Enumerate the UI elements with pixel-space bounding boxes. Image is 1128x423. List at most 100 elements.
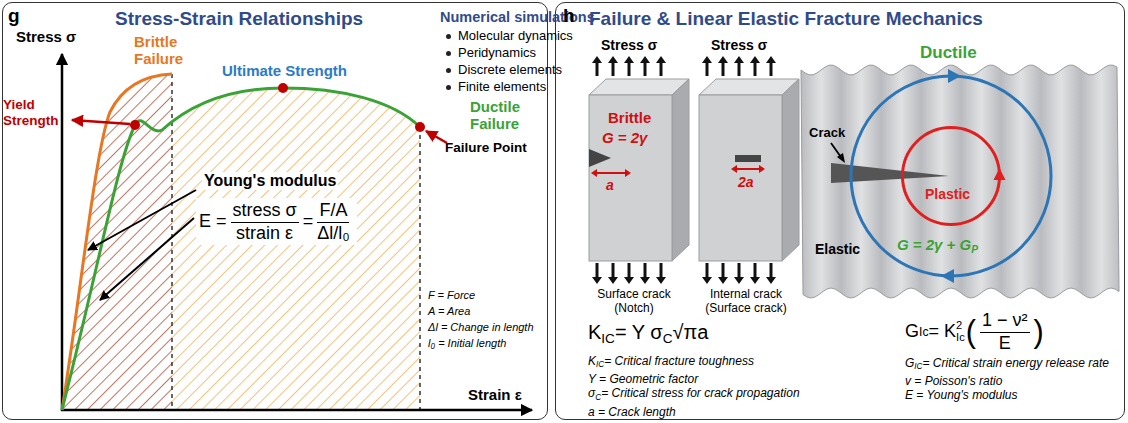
curve-label: Brittle Failure <box>134 33 183 67</box>
energy-release-formula: GIc= K2Ic(1 − ν²E) <box>905 310 1044 353</box>
toughness-formula: KIC= Y σC√πa <box>588 321 708 346</box>
modulus-formula: stress σ <box>231 200 299 223</box>
definition: Δl = Change in length <box>428 321 534 333</box>
panel-title: Stress-Strain Relationships <box>115 8 363 30</box>
text-row: Failure & Linear Elastic Fracture Mechan… <box>589 8 983 30</box>
energy-formula: P <box>971 244 978 255</box>
text-row: Stress σ <box>601 37 657 53</box>
zone-label: Plastic <box>925 186 970 202</box>
text-row: Molecular dynamics <box>440 27 595 44</box>
specimen-caption: Internal crack (Surface crack) <box>690 287 802 315</box>
text-row: Strain ε <box>468 386 522 403</box>
energy-release-formula: Ic <box>956 332 965 344</box>
energy-release-formula: ) <box>1034 314 1044 349</box>
axis-label: Stress σ <box>16 28 76 45</box>
point-label: Failure Point <box>445 140 527 155</box>
energy-release-formula: E <box>999 333 1011 354</box>
text-row: GIc= K2Ic(1 − ν²E) <box>905 310 1044 353</box>
text-row: Plastic <box>925 186 970 202</box>
plastic-zone: Plastic <box>901 126 1001 226</box>
axis-label: Stress σ <box>16 28 76 45</box>
panel-title: Failure & Linear Elastic Fracture Mechan… <box>589 8 983 29</box>
point-label: Ultimate Strength <box>222 62 347 79</box>
text-row: KIC= Critical fracture toughness <box>588 354 893 372</box>
energy-release-formula: ( <box>966 314 976 349</box>
panel-title: Failure & Linear Elastic Fracture Mechan… <box>589 8 983 30</box>
text-row: KIC= Y σC√πa <box>588 321 708 346</box>
bullet-dot <box>446 34 451 39</box>
definition: F = Force <box>428 289 475 301</box>
text-row: Surface crack (Notch) <box>582 287 686 315</box>
text-row: a = Crack length <box>588 405 893 419</box>
toughness-formula: IC <box>601 331 615 346</box>
definition: G <box>905 356 914 370</box>
energy-release-formula: 1 − ν² <box>980 310 1030 333</box>
method-list: Discrete elements <box>458 62 562 77</box>
material-label: Brittle <box>608 109 651 126</box>
definition: A = Area <box>428 305 470 317</box>
text-row: E =stress σstrain ε=F/AΔl/l₀ <box>199 200 354 243</box>
energy-release-formula: Ic <box>919 325 929 339</box>
specimen-caption: Surface crack (Notch) <box>597 287 670 315</box>
bullet-dot <box>446 85 451 90</box>
curve-label: Ductile Failure <box>470 98 520 132</box>
zone-label: Elastic <box>815 241 860 257</box>
shape-outline <box>801 41 1119 303</box>
curve-label: Brittle Failure <box>134 33 214 67</box>
crack-length: a <box>606 177 614 193</box>
axis-label: Strain ε <box>468 386 522 403</box>
material-label: Ductile <box>920 43 977 62</box>
fraction: 1 − ν²E <box>980 310 1030 353</box>
toughness-formula: C <box>663 331 673 346</box>
text-row: Crack <box>809 125 845 140</box>
text-row: Discrete elements <box>440 61 595 78</box>
modulus-formula: strain ε <box>236 223 293 244</box>
material-label: Brittle <box>608 109 651 126</box>
load-label: Stress σ <box>601 37 657 53</box>
definition: E = Young's modulus <box>905 388 1017 402</box>
ductile-specimen: DuctileCrackElastic G = 2γ + GP Plastic <box>801 41 1119 303</box>
text-row: 2a <box>738 174 754 190</box>
fraction: F/AΔl/l₀ <box>317 200 350 243</box>
definition: F = ForceA = AreaΔl = Change in lengthl₀… <box>428 287 534 351</box>
load-label: Stress σ <box>711 37 767 53</box>
formula-title: Young's modulus <box>202 172 338 190</box>
text-row: Brittle <box>608 109 651 126</box>
definition: IC <box>914 362 922 371</box>
energy-release-formula: = K <box>929 321 957 342</box>
shape-outline <box>589 79 689 261</box>
definition: σ <box>588 386 595 400</box>
definition: KIC= Critical fracture toughnessY = Geom… <box>588 354 893 419</box>
panel-letter: h <box>563 5 575 27</box>
point-label: Failure Point <box>445 140 527 155</box>
energy-formula: G = 2γ + GP <box>897 236 978 255</box>
definition: = Critical strain energy release rate <box>923 356 1109 370</box>
crack-length: 2a <box>738 174 754 190</box>
text-row: Δl = Change in length <box>428 319 534 335</box>
modulus-formula: Δl/l₀ <box>317 223 350 244</box>
panel-letter: g <box>8 5 20 27</box>
modulus-formula: F/A <box>317 200 349 223</box>
text-row: Young's modulus <box>204 172 336 190</box>
text-row: Finite elements <box>440 78 595 95</box>
load-label: Stress σ <box>711 37 767 53</box>
definition: a = Crack length <box>588 405 676 419</box>
axis-label: Strain ε <box>468 386 522 403</box>
definition: C <box>595 393 601 402</box>
bullet-dot <box>446 51 451 56</box>
definition: GIC= Critical strain energy release rate… <box>905 356 1117 402</box>
text-row: Stress σ <box>16 28 76 45</box>
energy-release-formula: 2 <box>956 320 965 332</box>
text-row: Ductile Failure <box>470 98 542 132</box>
text-row: Stress-Strain Relationships <box>115 8 363 30</box>
zone-label: Plastic <box>925 186 970 202</box>
zone-label: Elastic <box>815 241 860 257</box>
panel-title: Stress-Strain Relationships <box>115 8 363 29</box>
text-row: g <box>8 5 20 27</box>
toughness-formula: K <box>588 321 601 343</box>
internal-crack-specimen: 2a <box>699 79 799 261</box>
load-label: Stress σ <box>601 37 657 53</box>
stress-strain-chart <box>61 54 532 411</box>
text-row: E = Young's modulus <box>905 388 1117 402</box>
definition: K <box>588 354 596 368</box>
